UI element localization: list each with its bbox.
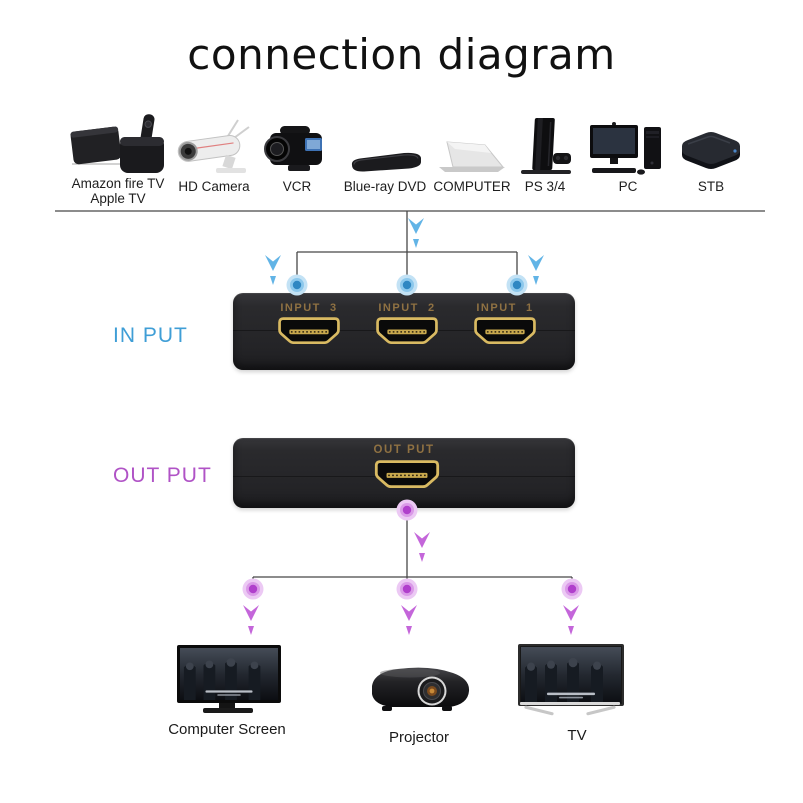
hdmi-switch-input-panel: INPUT 3 INPUT 2 INPUT 1 bbox=[233, 293, 575, 370]
source-vcr: VCR bbox=[258, 110, 336, 206]
down-arrow-blue-icon bbox=[528, 255, 544, 285]
down-arrow-blue-icon bbox=[408, 218, 424, 248]
source-stb: STB bbox=[672, 110, 750, 206]
hdmi-port-icon bbox=[374, 460, 440, 488]
down-arrow-magenta-icon bbox=[243, 605, 259, 635]
desktop-pc-icon bbox=[588, 110, 668, 176]
source-label: COMPUTER bbox=[433, 179, 511, 194]
tv-icon bbox=[518, 644, 624, 706]
source-label-line2: Apple TV bbox=[90, 191, 146, 206]
tv-leg bbox=[524, 705, 554, 716]
sink-label-projector: Projector bbox=[388, 729, 450, 746]
output-node-dot bbox=[561, 578, 583, 600]
source-label: HD Camera bbox=[178, 179, 250, 194]
hdmi-port-icon bbox=[474, 317, 536, 344]
hdmi-port-icon bbox=[376, 317, 438, 344]
hd-camera-icon bbox=[172, 110, 256, 176]
camcorder-icon bbox=[258, 110, 336, 176]
bluray-player-icon bbox=[344, 110, 426, 176]
input-1-label: INPUT 1 bbox=[476, 302, 534, 314]
output-node-dot bbox=[396, 578, 418, 600]
sink-label-tv: TV bbox=[567, 727, 587, 744]
source-bluray: Blue-ray DVD bbox=[344, 110, 426, 206]
source-ps: PS 3/4 bbox=[511, 110, 579, 206]
output-section-label: OUT PUT bbox=[113, 464, 212, 487]
source-hd-camera: HD Camera bbox=[172, 110, 256, 206]
input-3-label: INPUT 3 bbox=[280, 302, 338, 314]
output-port-label: OUT PUT bbox=[373, 444, 435, 456]
down-arrow-magenta-icon bbox=[563, 605, 579, 635]
source-label: Blue-ray DVD bbox=[343, 179, 427, 194]
source-label: PC bbox=[618, 179, 638, 194]
hdmi-port-icon bbox=[278, 317, 340, 344]
fire-tv-apple-tv-icon bbox=[70, 110, 166, 173]
input-port-1: INPUT 1 bbox=[455, 302, 555, 344]
input-port-3: INPUT 3 bbox=[259, 302, 359, 344]
tv-bottom-strip bbox=[520, 702, 620, 705]
sink-label-computer-screen: Computer Screen bbox=[168, 721, 286, 738]
down-arrow-magenta-icon bbox=[401, 605, 417, 635]
laptop-icon bbox=[431, 110, 513, 176]
output-node-dot bbox=[242, 578, 264, 600]
source-label: STB bbox=[697, 179, 725, 194]
source-pc: PC bbox=[588, 110, 668, 206]
source-label: Amazon fire TV bbox=[71, 176, 165, 191]
tv-leg bbox=[586, 705, 616, 716]
input-port-2: INPUT 2 bbox=[357, 302, 457, 344]
source-fire-tv: Amazon fire TV Apple TV bbox=[70, 110, 166, 206]
source-computer: COMPUTER bbox=[431, 110, 513, 206]
game-console-icon bbox=[513, 110, 577, 176]
source-label: PS 3/4 bbox=[524, 179, 566, 194]
computer-monitor-icon bbox=[177, 645, 281, 703]
monitor-screen bbox=[180, 648, 278, 700]
source-label: VCR bbox=[282, 179, 312, 194]
page-title: connection diagram bbox=[187, 30, 616, 79]
input-2-label: INPUT 2 bbox=[378, 302, 436, 314]
set-top-box-icon bbox=[672, 110, 750, 176]
hdmi-switch-output-panel: OUT PUT bbox=[233, 438, 575, 508]
down-arrow-magenta-icon bbox=[414, 532, 430, 562]
monitor-stand-neck bbox=[219, 703, 235, 708]
input-section-label: IN PUT bbox=[113, 324, 188, 347]
down-arrow-blue-icon bbox=[265, 255, 281, 285]
monitor-stand-base bbox=[203, 708, 253, 713]
projector-icon bbox=[358, 660, 480, 718]
